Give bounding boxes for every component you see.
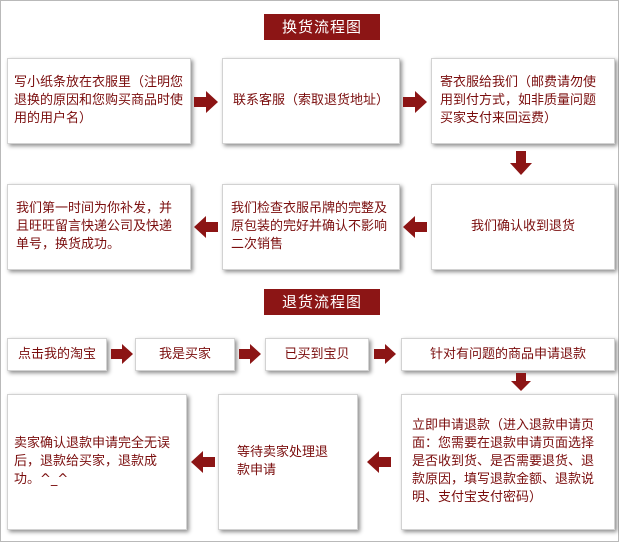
arrow-left-icon (367, 451, 391, 473)
exchange-step-write-note: 写小纸条放在衣服里（注明您退换的原因和您购买商品时使用的用户名） (7, 58, 191, 144)
exchange-step-inspect: 我们检查衣服吊牌的完整及原包装的完好并确认不影响二次销售 (222, 184, 400, 270)
arrow-right-icon (403, 91, 427, 113)
arrow-right-icon (194, 91, 218, 113)
arrow-right-icon (239, 344, 261, 364)
exchange-step-send-clothes: 寄衣服给我们（邮费请勿使用到付方式，如非质量问题买家支付来回运费） (431, 58, 615, 144)
arrow-down-icon (510, 151, 532, 175)
arrow-left-icon (191, 451, 215, 473)
exchange-step-reship: 我们第一时间为你补发，并且旺旺留言快递公司及快递单号，换货成功。 (7, 184, 191, 270)
exchange-step-confirm-received: 我们确认收到退货 (431, 184, 615, 270)
exchange-step-contact-service: 联系客服（索取退货地址） (222, 58, 400, 144)
arrow-down-icon (511, 373, 531, 391)
arrow-left-icon (194, 216, 218, 238)
arrow-right-icon (374, 344, 396, 364)
exchange-title: 换货流程图 (264, 14, 380, 40)
refund-step-apply-for-item: 针对有问题的商品申请退款 (401, 338, 615, 371)
refund-step-apply-now: 立即申请退款（进入退款申请页面：您需要在退款申请页面选择是否收到货、是否需要退货… (401, 394, 615, 530)
refund-step-refund-success: 卖家确认退款申请完全无误后，退款给买家，退款成功。^_^ (7, 394, 187, 530)
refund-step-wait-seller: 等待卖家处理退款申请 (218, 394, 358, 530)
refund-step-my-taobao: 点击我的淘宝 (7, 338, 107, 371)
refund-title: 退货流程图 (264, 289, 380, 315)
refund-step-bought-items: 已买到宝贝 (265, 338, 369, 371)
arrow-right-icon (111, 344, 133, 364)
refund-step-i-am-buyer: 我是买家 (135, 338, 235, 371)
arrow-left-icon (403, 216, 427, 238)
